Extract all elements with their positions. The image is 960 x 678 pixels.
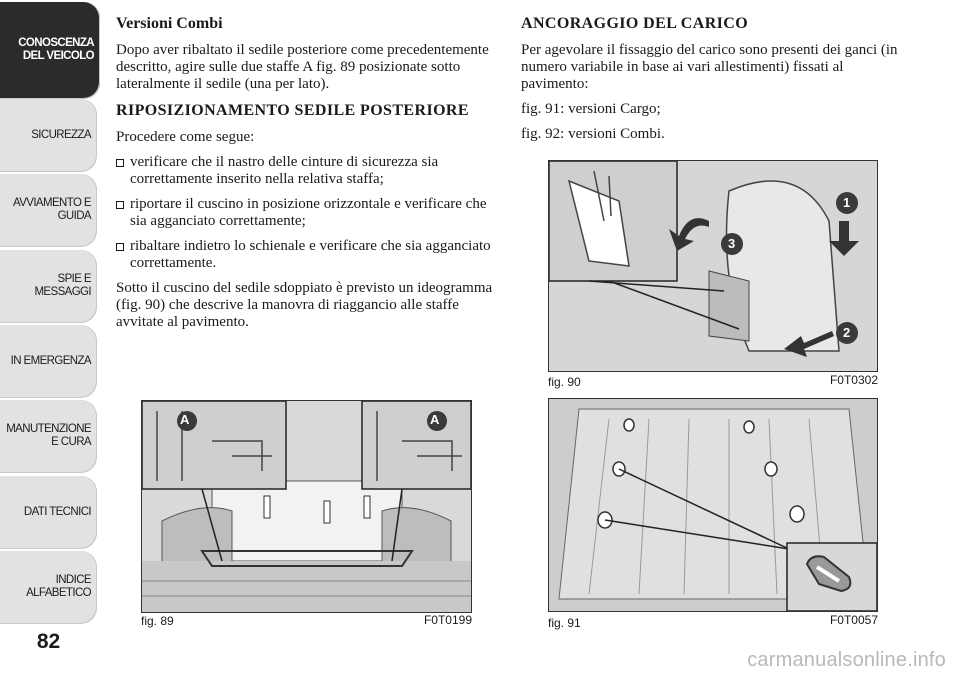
tab-conoscenza-del-veicolo[interactable]: CONOSCENZA DEL VEICOLO: [0, 2, 100, 98]
figure-91-image: [548, 398, 878, 612]
marker-1-label: 1: [843, 195, 851, 210]
figure-code: F0T0199: [423, 613, 472, 627]
cargo-floor-hooks-illustration: [549, 399, 877, 611]
figure-code: F0T0057: [829, 613, 878, 627]
tab-in-emergenza[interactable]: IN EMERGENZA: [0, 325, 97, 397]
page-number: 82: [36, 630, 61, 653]
chapter-sidebar: CONOSCENZA DEL VEICOLO SICUREZZA AVVIAME…: [0, 0, 100, 678]
paragraph: Procedere come segue:: [116, 129, 255, 145]
tab-dati-tecnici[interactable]: DATI TECNICI: [0, 476, 97, 548]
figure-89: A A fig. 89 F0T0199: [141, 400, 472, 630]
tab-avviamento-e-guida[interactable]: AVVIAMENTO E GUIDA: [0, 174, 97, 246]
paragraph: Per agevolare il fissaggio del carico so…: [521, 42, 898, 92]
figure-code: F0T0302: [829, 373, 878, 387]
figure-89-image: A A: [141, 400, 472, 613]
seat-underside-illustration: [142, 401, 471, 612]
list-item: riportare il cuscino in posizione orizzo…: [116, 196, 498, 230]
bullet-list: verificare che il nastro delle cinture d…: [116, 154, 498, 272]
tab-sicurezza[interactable]: SICUREZZA: [0, 99, 97, 171]
right-column: ANCORAGGIO DEL CARICO Per agevolare il f…: [521, 14, 901, 151]
tab-manutenzione-e-cura[interactable]: MANUTENZIONE E CURA: [0, 400, 97, 472]
left-column: Versioni Combi Dopo aver ribaltato il se…: [116, 14, 498, 339]
paragraph: fig. 92: versioni Combi.: [521, 126, 665, 142]
checkbox-bullet-icon: [116, 243, 124, 251]
checkbox-bullet-icon: [116, 201, 124, 209]
paragraph: Dopo aver ribaltato il sedile posteriore…: [116, 42, 489, 92]
tab-indice-alfabetico[interactable]: INDICE ALFABETICO: [0, 551, 97, 623]
figure-caption: fig. 89: [141, 614, 174, 628]
subheading-versioni-combi: Versioni Combi: [116, 15, 223, 32]
checkbox-bullet-icon: [116, 159, 124, 167]
section-heading: RIPOSIZIONAMENTO SEDILE POSTERIORE: [116, 102, 469, 119]
marker-a-label: A: [430, 412, 440, 427]
figure-90-image: 1 2 3: [548, 160, 878, 372]
tab-spie-e-messaggi[interactable]: SPIE E MESSAGGI: [0, 250, 97, 322]
marker-2-label: 2: [843, 325, 851, 340]
figure-91: fig. 91 F0T0057: [548, 398, 878, 630]
marker-a-label: A: [180, 412, 190, 427]
section-heading: ANCORAGGIO DEL CARICO: [521, 15, 749, 32]
seat-reattach-ideogram: [549, 161, 877, 371]
list-item: ribaltare indietro lo schienale e verifi…: [116, 238, 498, 272]
figure-caption: fig. 90: [548, 375, 581, 389]
figure-caption: fig. 91: [548, 616, 581, 630]
paragraph: fig. 91: versioni Cargo;: [521, 101, 661, 117]
figure-90: 1 2 3 fig. 90 F0T0302: [548, 160, 878, 390]
watermark: carmanualsonline.info: [747, 649, 946, 671]
list-item: verificare che il nastro delle cinture d…: [116, 154, 498, 188]
marker-3-label: 3: [728, 236, 736, 251]
paragraph: Sotto il cuscino del sedile sdoppiato è …: [116, 280, 493, 330]
